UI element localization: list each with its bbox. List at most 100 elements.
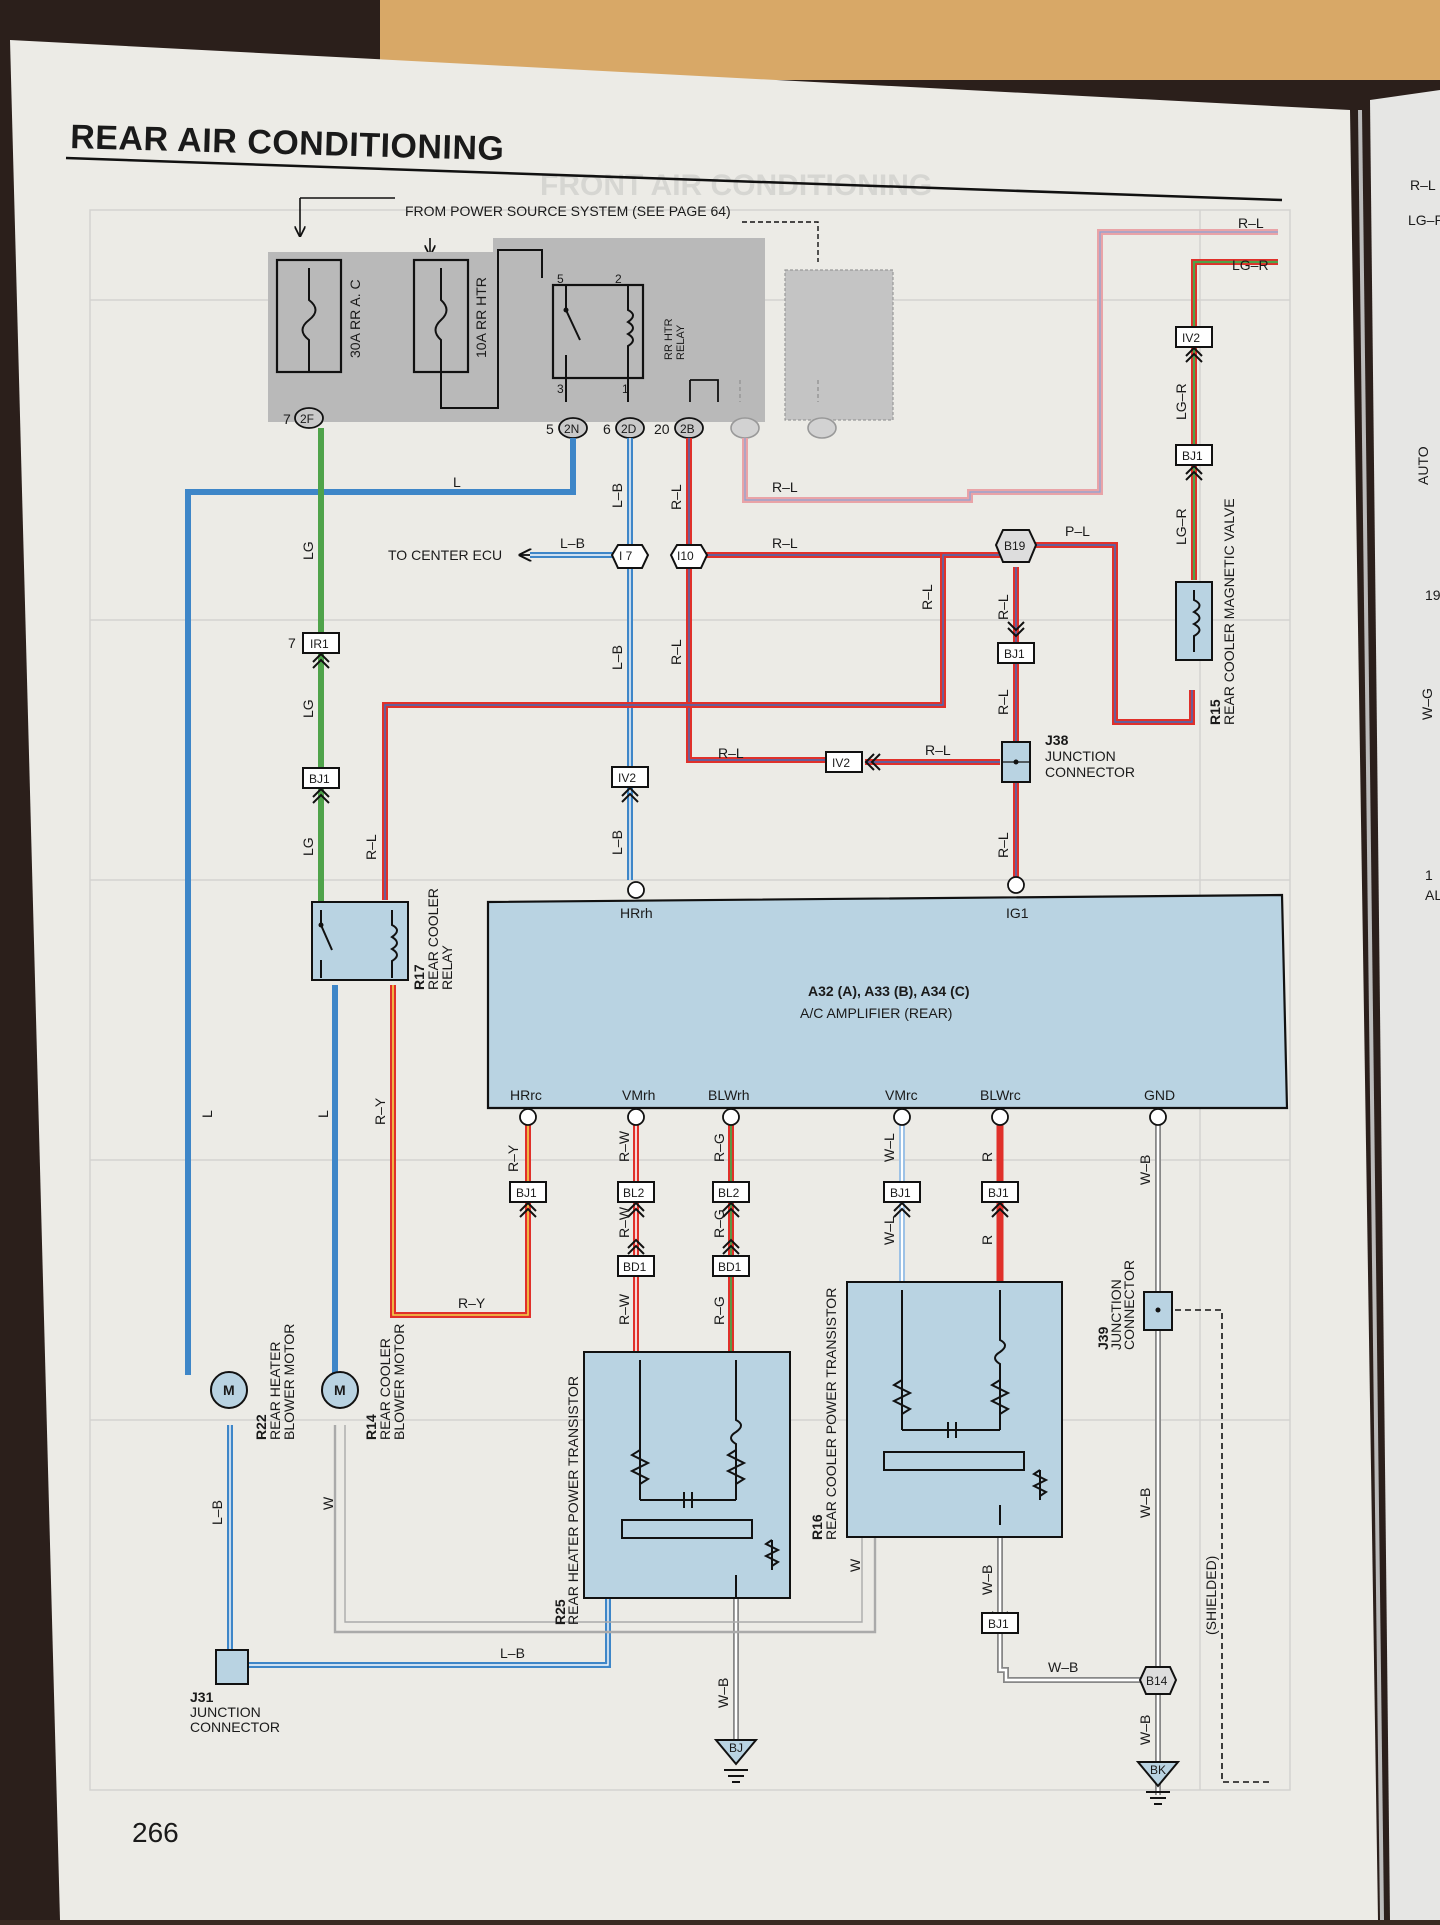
wire-RY-label-1: R–Y (372, 1097, 388, 1125)
ground-BJ-label: BJ (729, 1741, 743, 1755)
r22-name-2: BLOWER MOTOR (281, 1324, 297, 1440)
wire-WB-label-3: W–B (1137, 1715, 1153, 1745)
connector-2G-faded (807, 417, 837, 439)
wire-RL-label-8: R–L (1238, 215, 1264, 231)
wire-L-label-top: L (453, 474, 461, 490)
wire-RW-label-1: R–W (616, 1130, 632, 1162)
power-source-label: FROM POWER SOURCE SYSTEM (SEE PAGE 64) (405, 203, 731, 219)
relay-label-1: RR HTR (663, 318, 675, 360)
blower-motor-r22 (210, 1371, 248, 1409)
motor-r14-label: M (334, 1382, 346, 1398)
title-rule (65, 156, 1283, 202)
connector-2D-label: 2D (621, 422, 637, 436)
wire-WB-label-1: W–B (1137, 1155, 1153, 1185)
wire-WL-label-1: W–L (881, 1133, 897, 1162)
wire-RG-label-3: R–G (711, 1296, 727, 1325)
connector-BJ1-j38-label: BJ1 (1004, 647, 1025, 661)
connector-2N-label: 2N (564, 422, 579, 436)
relay-pin-2: 2 (615, 272, 622, 286)
term-blwrc: BLWrc (980, 1087, 1021, 1103)
wire-RW-label-3: R–W (616, 1293, 632, 1325)
connector-B14 (1138, 1666, 1178, 1695)
connector-BL2-rw-label: BL2 (623, 1186, 645, 1200)
r22-name-1: REAR HEATER (267, 1341, 283, 1440)
connector-I7-label: I 7 (619, 549, 633, 563)
wire-LG-label-1: LG (300, 541, 316, 560)
motor-r22-label: M (223, 1382, 235, 1398)
to-center-ecu-label: TO CENTER ECU (388, 547, 502, 563)
wire-RG-label-2: R–G (711, 1209, 727, 1238)
page-number: 266 (132, 1817, 179, 1848)
j31-name-2: CONNECTOR (190, 1719, 280, 1735)
wire-LB-label-5: L–B (500, 1645, 525, 1661)
wire-L-label-left: L (199, 1110, 215, 1118)
wire-RL-label-6: R–L (363, 834, 379, 860)
connector-IV2-mid (825, 751, 863, 773)
r25-id: R25 (552, 1599, 568, 1625)
connector-IV2-lb-label: IV2 (618, 771, 636, 785)
r16-name: REAR COOLER POWER TRANSISTOR (823, 1288, 839, 1540)
wire-WB-label-4: W–B (979, 1565, 995, 1595)
wire-LGR-label-1: LG–R (1232, 257, 1269, 273)
term-vmrh: VMrh (622, 1087, 655, 1103)
connector-2F (294, 407, 324, 429)
connector-I7 (610, 544, 650, 569)
wire-RL-label-1: R–L (668, 484, 684, 510)
wire-RL-label-2: R–L (668, 639, 684, 665)
r17-name-1: REAR COOLER (425, 888, 441, 990)
relay-label-2: RELAY (675, 324, 687, 360)
j31-id: J31 (190, 1689, 214, 1705)
junction-J39 (1143, 1291, 1173, 1331)
towel-background (380, 0, 1440, 80)
connector-B19-label: B19 (1004, 539, 1026, 553)
right-page-1: 1 (1425, 867, 1433, 883)
ground-BK (1135, 1761, 1181, 1788)
connector-row-2: 7 2F 5 2N 6 2D 20 2B (283, 407, 837, 439)
rear-cooler-relay-r17 (311, 901, 409, 981)
r16-id: R16 (809, 1514, 825, 1540)
pin-20-label: 20 (654, 421, 670, 437)
wire-R-label-2: R (979, 1235, 995, 1245)
ground-BK-label: BK (1150, 1763, 1166, 1777)
wire-WB-label-6: W–B (715, 1678, 731, 1708)
connector-BL2-rg-label: BL2 (718, 1186, 740, 1200)
wire-PL-label: P–L (1065, 523, 1090, 539)
r14-id: R14 (363, 1414, 379, 1440)
r17-name-2: RELAY (439, 944, 455, 990)
r14-name-2: BLOWER MOTOR (391, 1324, 407, 1440)
j39-name-1: JUNCTION (1108, 1279, 1124, 1350)
amplifier-name: A/C AMPLIFIER (REAR) (800, 1005, 952, 1021)
wire-W-label-1: W (320, 1496, 336, 1510)
shield-line (1175, 1309, 1272, 1783)
ir1-pin: 7 (288, 635, 296, 651)
ac-amplifier-rear (486, 893, 1289, 1110)
fuse-10a-label: 10A RR HTR (473, 277, 489, 358)
blower-motor-r14 (321, 1371, 359, 1409)
junction-J31 (215, 1649, 249, 1685)
wire-RL-label-10: R–L (995, 689, 1011, 715)
wire-L-main (185, 438, 576, 1375)
relay-pin-3: 3 (557, 382, 564, 396)
j31-name-1: JUNCTION (190, 1704, 261, 1720)
term-ig1: IG1 (1006, 905, 1029, 921)
connector-BJ1-lgr-label: BJ1 (1182, 449, 1203, 463)
term-hrrh: HRrh (620, 905, 653, 921)
connector-BD1-rg-label: BD1 (718, 1260, 742, 1274)
wire-L-label-r14: L (315, 1110, 331, 1118)
connector-B14-label: B14 (1146, 1674, 1168, 1688)
right-page-lgr: LG–R (1408, 212, 1440, 228)
relay-pin-1: 1 (622, 382, 629, 396)
inline-connectors: 7 IR1 BJ1 I 7 I10 B19 BJ1 J38 JUNCTION C… (288, 326, 1213, 1695)
power-transistor-r16 (846, 1281, 1063, 1538)
fuse-block (268, 252, 493, 422)
j39-id: J39 (1095, 1326, 1111, 1350)
wire-LB-ecu-label: L–B (560, 535, 585, 551)
connector-BJ1-j38 (997, 642, 1035, 664)
connector-BD1-rg (712, 1255, 750, 1277)
connector-BJ1-r-label: BJ1 (988, 1186, 1009, 1200)
term-vmrc: VMrc (885, 1087, 918, 1103)
wire-W-label-2: W (847, 1558, 863, 1572)
connector-2F-label: 2F (300, 412, 314, 426)
connector-2E-faded (730, 417, 760, 439)
